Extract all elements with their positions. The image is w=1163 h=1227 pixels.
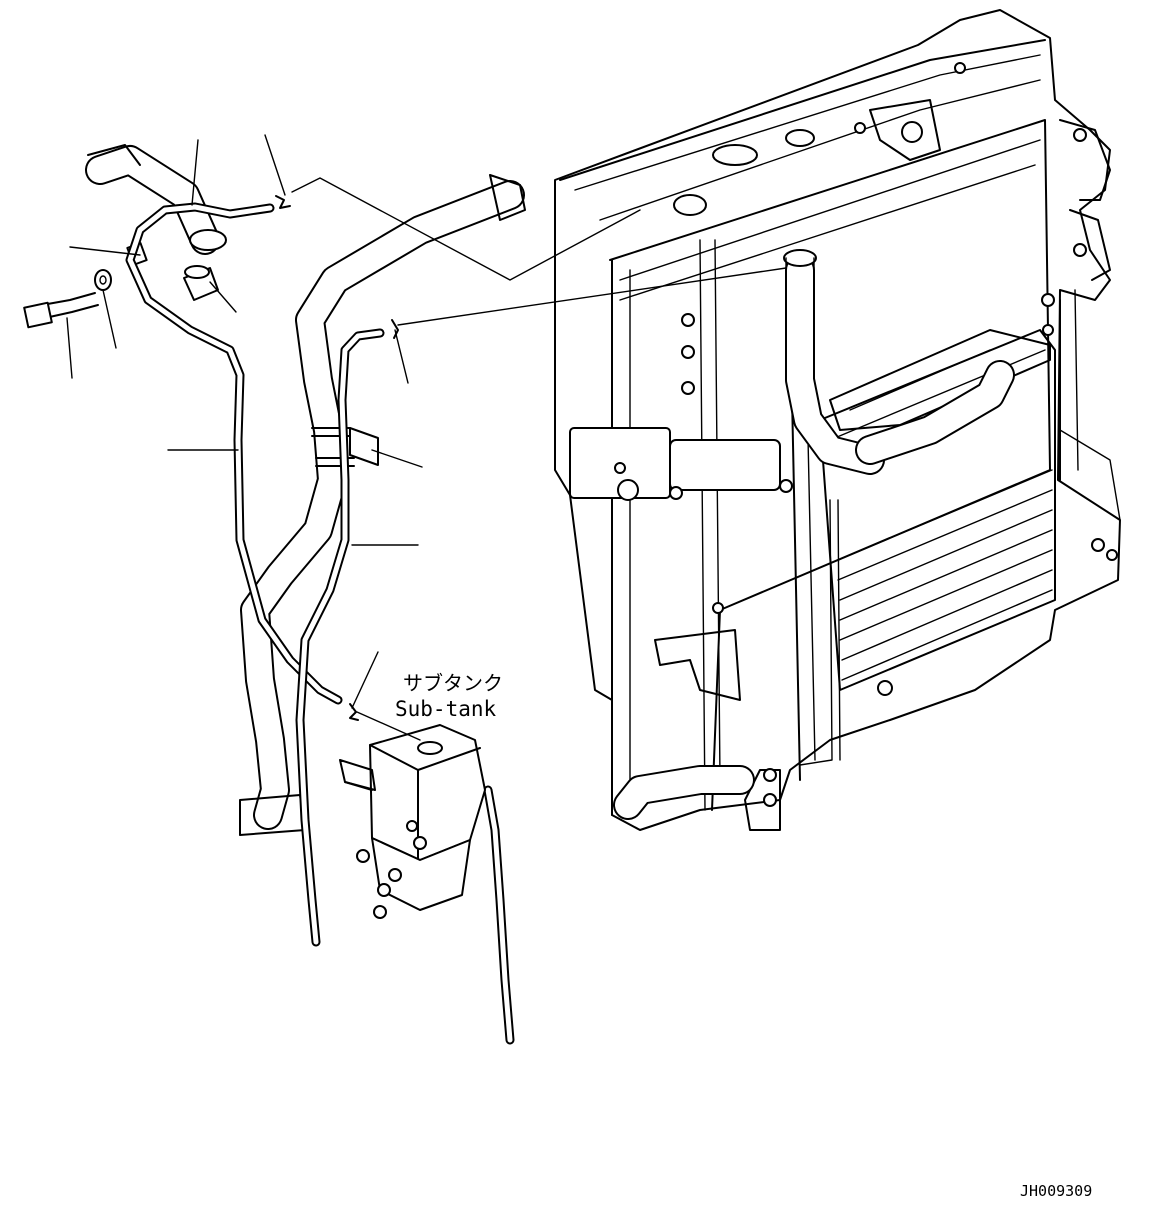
center-water-pipe xyxy=(239,174,526,836)
sub-tank xyxy=(339,724,486,919)
hoses xyxy=(125,195,515,1045)
radiator-assembly xyxy=(554,9,1121,831)
drawing-code: JH009309 xyxy=(1020,1182,1092,1200)
subtank-label-japanese: サブタンク xyxy=(403,671,503,695)
subtank-label-english: Sub-tank xyxy=(395,697,497,721)
leader-lines xyxy=(66,134,787,741)
upper-pipe-assembly xyxy=(23,144,227,329)
